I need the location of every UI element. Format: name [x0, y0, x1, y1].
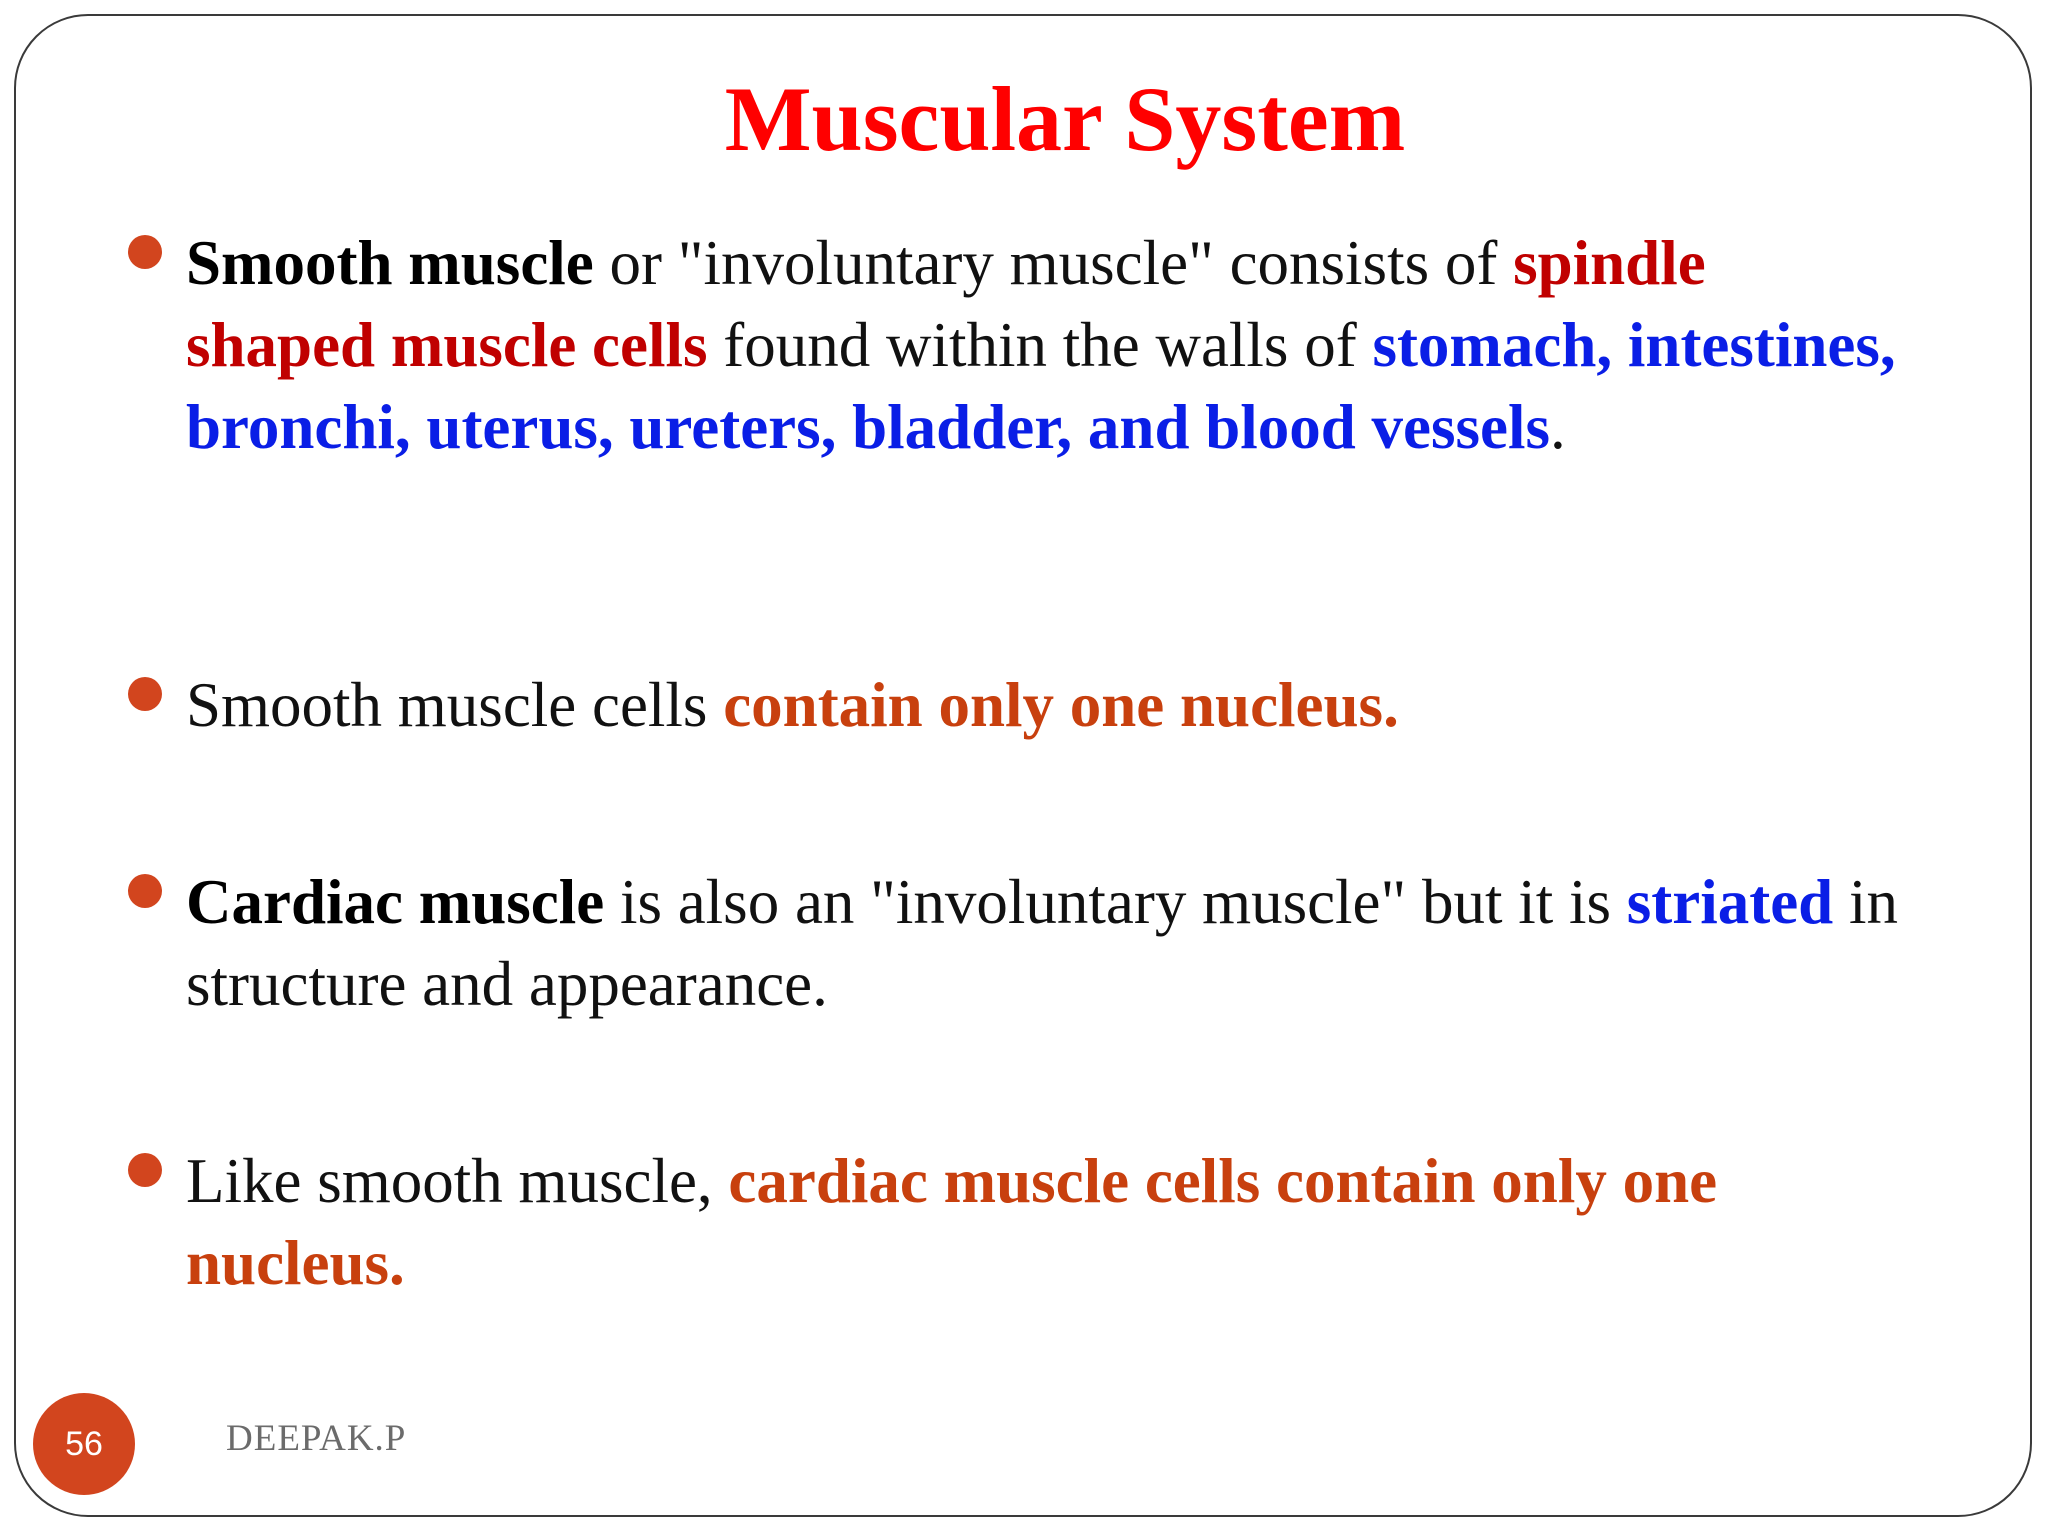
author-footer: DEEPAK.P [226, 1418, 407, 1459]
bullet-text: Smooth muscle cells [186, 670, 724, 740]
highlight-one-nucleus: contain only one nucleus. [723, 670, 1399, 740]
bullet-text: found within the walls of [707, 310, 1373, 380]
bullet-smooth-muscle: Smooth muscle or "involuntary muscle" co… [186, 222, 1906, 468]
bullet-dot [128, 874, 162, 908]
term-smooth-muscle: Smooth muscle [186, 228, 594, 298]
page-number-badge: 56 [33, 1393, 135, 1495]
highlight-cardiac-nucleus: cardiac muscle cells contain only one nu… [186, 1146, 1718, 1298]
highlight-organs: stomach, intestines, bronchi, uterus, ur… [186, 310, 1896, 462]
highlight-striated: striated [1626, 867, 1834, 937]
bullet-text: is also an "involuntary muscle" but it i… [604, 867, 1627, 937]
bullet-text: . [1550, 392, 1566, 462]
bullet-text: or "involuntary muscle" consists of [593, 228, 1514, 298]
bullet-text: Like smooth muscle, [186, 1146, 729, 1216]
bullet-text: in structure and appearance. [186, 867, 1898, 1019]
slide-frame [14, 14, 2032, 1517]
bullet-dot [128, 677, 162, 711]
bullet-cardiac-muscle: Cardiac muscle is also an "involuntary m… [186, 861, 1906, 1025]
highlight-spindle-cells: spindle shaped muscle cells [186, 228, 1706, 380]
term-cardiac-muscle: Cardiac muscle [186, 867, 605, 937]
bullet-dot [128, 235, 162, 269]
bullet-dot [128, 1153, 162, 1187]
bullet-smooth-nucleus: Smooth muscle cells contain only one nuc… [186, 664, 1906, 746]
slide-title: Muscular System [724, 68, 1406, 170]
bullet-cardiac-nucleus: Like smooth muscle, cardiac muscle cells… [186, 1140, 1906, 1304]
